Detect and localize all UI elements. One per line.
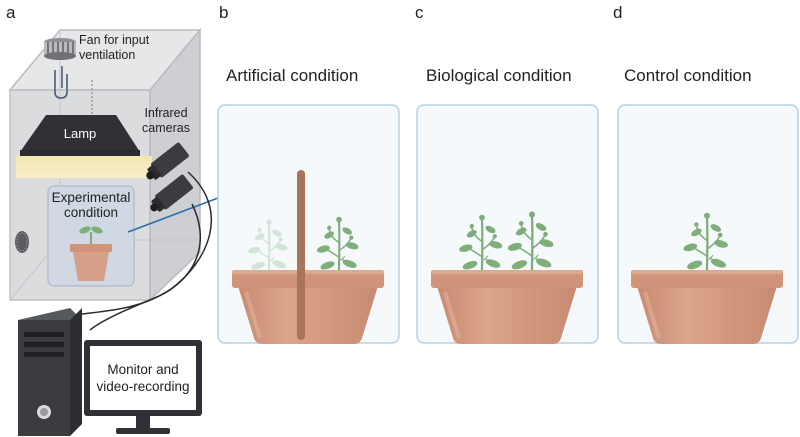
small-pot-icon: [70, 244, 112, 281]
pot-icon: [429, 268, 585, 346]
camera-cables: [59, 171, 213, 331]
lamp-icon: [16, 115, 152, 178]
panel-title-control: Control condition: [624, 66, 752, 85]
monitor-label-line2: video-recording: [96, 379, 189, 394]
panel-b: b Artificial condition: [217, 3, 400, 346]
computer-tower-icon: [18, 308, 82, 436]
speaker-grille-icon: [15, 231, 29, 253]
cameras-label-line2: cameras: [142, 121, 190, 135]
panel-title-biological: Biological condition: [426, 66, 572, 85]
panel-title-artificial: Artificial condition: [226, 66, 358, 85]
lamp-label: Lamp: [64, 126, 97, 141]
pot-icon: [230, 268, 386, 346]
panel-letter-b: b: [219, 3, 228, 22]
panel-d: d Control condition: [613, 3, 799, 346]
fan-label-line2: ventilation: [79, 48, 135, 62]
experimental-label-line2: condition: [64, 205, 118, 220]
zoom-connector-line: [127, 197, 219, 233]
airflow-arrows-icon: [54, 66, 68, 99]
fan-label-line1: Fan for input: [79, 33, 150, 47]
cameras-label-line1: Infrared: [144, 106, 187, 120]
panel-letter-a: a: [6, 3, 16, 22]
panel-c: c Biological condition: [415, 3, 599, 346]
monitor-icon: [84, 340, 202, 434]
panel-letter-c: c: [415, 3, 424, 22]
infrared-camera-icon-2: [150, 174, 193, 212]
experimental-condition-box: Experimental condition: [47, 185, 135, 287]
infrared-camera-icon: [146, 142, 189, 180]
seedling-icon: [79, 226, 103, 246]
stick-icon: [297, 170, 305, 340]
fan-icon: [44, 38, 76, 60]
monitor-label-line1: Monitor and: [107, 362, 178, 377]
pot-icon: [629, 268, 785, 346]
panel-a: a Fan for input ventilation: [6, 3, 219, 436]
experimental-label-line1: Experimental: [52, 190, 131, 205]
panel-letter-d: d: [613, 3, 622, 22]
